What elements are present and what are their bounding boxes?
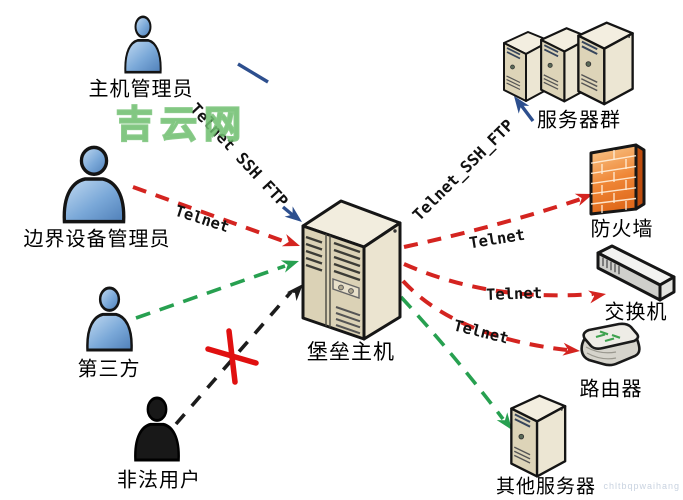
- switch-icon: [596, 244, 676, 302]
- edge-label-bastion-switch: Telnet: [485, 284, 543, 304]
- host-admin-person-icon: [123, 15, 163, 74]
- edge-bastion-to-other-server: [399, 295, 518, 434]
- border-admin-label: 边界设备管理员: [23, 228, 171, 251]
- edge-host-admin-to-bastion: [237, 62, 307, 228]
- edge-third-party-to-bastion: [135, 254, 302, 320]
- edge-bastion-to-router: [401, 279, 581, 358]
- server-cluster-icon: [503, 21, 634, 106]
- edge-bastion-to-server-cluster: [508, 92, 535, 123]
- edge-illegal-user-to-bastion: [174, 279, 308, 426]
- edge-border-admin-to-bastion: [132, 185, 303, 253]
- border-admin-person-icon: [62, 145, 126, 224]
- bastion-host-icon: [301, 199, 402, 341]
- blocked-x-icon: [205, 328, 259, 385]
- illegal-user-label: 非法用户: [117, 469, 201, 492]
- third-party-label: 第三方: [77, 358, 141, 381]
- other-server-label: 其他服务器: [495, 476, 597, 498]
- cluster-tower-3: [577, 21, 634, 106]
- server-cluster-label: 服务器群: [537, 109, 621, 132]
- illegal-user-person-icon: [133, 396, 181, 462]
- other-server-icon: [510, 394, 567, 478]
- center-watermark: 吉云网: [115, 103, 248, 146]
- corner-watermark: chltbqpwaihang: [603, 481, 680, 491]
- edge-bastion-to-switch: [403, 262, 608, 304]
- firewall-icon: [589, 143, 646, 216]
- host-admin-label: 主机管理员: [88, 78, 194, 101]
- bastion-label: 堡垒主机: [307, 340, 395, 364]
- third-party-person-icon: [85, 286, 134, 352]
- switch-label: 交换机: [604, 301, 668, 324]
- router-label: 路由器: [579, 378, 643, 401]
- firewall-label: 防火墙: [590, 218, 654, 241]
- router-icon: [580, 322, 641, 367]
